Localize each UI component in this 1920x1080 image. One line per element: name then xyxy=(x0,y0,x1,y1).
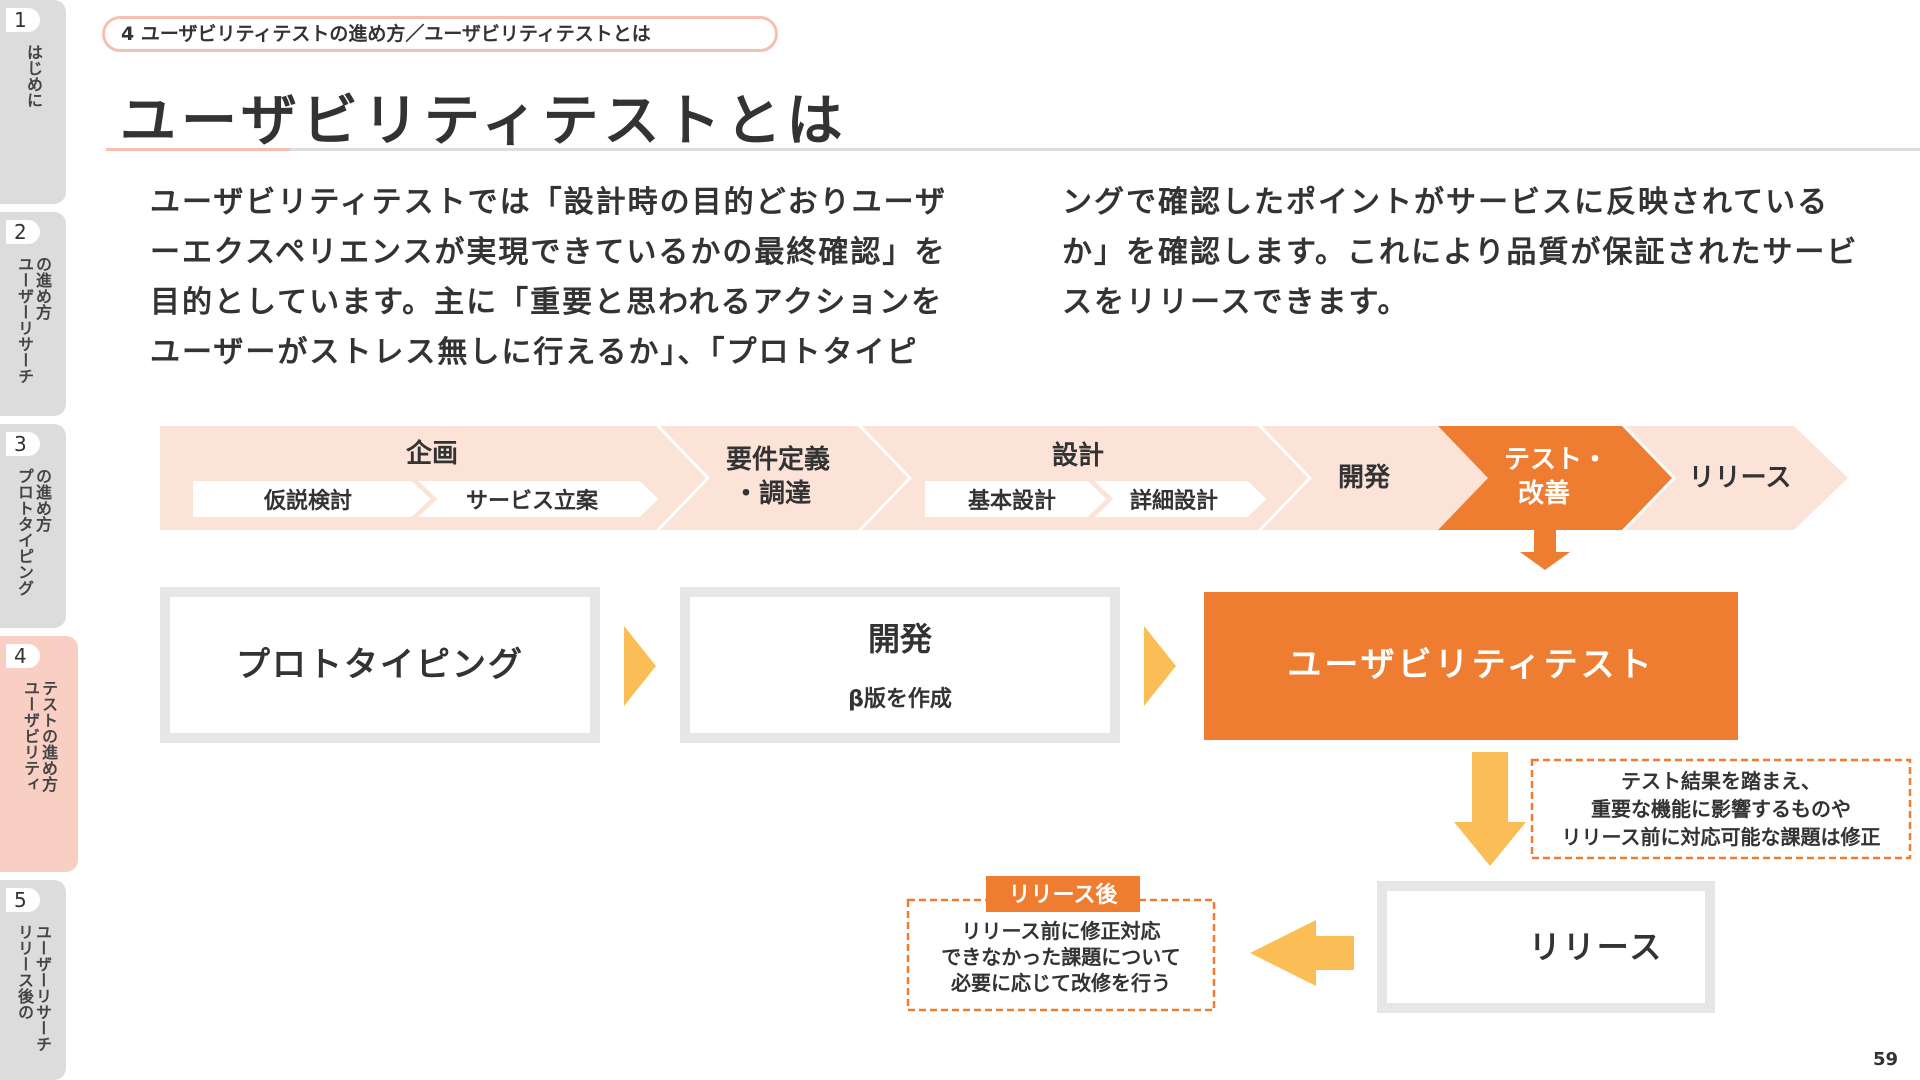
stage-label-test: テスト・ xyxy=(1504,445,1608,475)
intro-line: ユーザビリティテストでは「設計時の目的どおりユーザ xyxy=(150,185,947,220)
usability-test-label: ユーザビリティテスト xyxy=(1287,645,1654,685)
nav-tab-5[interactable]: 5 リリース後のユーザーリサーチ xyxy=(0,880,66,1080)
prototyping-label: プロトタイピング xyxy=(236,645,524,685)
nav-tab-label: はじめに xyxy=(24,44,43,108)
substage-label: 基本設計 xyxy=(968,488,1056,514)
substage-basic-design xyxy=(923,479,1110,519)
development-box xyxy=(680,587,1120,743)
intro-line: ングで確認したポイントがサービスに反映されている xyxy=(1062,185,1830,220)
development-subtitle: β版を作成 xyxy=(848,687,952,712)
page-title: ユーザビリティテストとは xyxy=(120,89,848,154)
page-number: 59 xyxy=(1872,1049,1898,1070)
substage-hypothesis xyxy=(191,479,434,519)
intro-line: ユーザーがストレス無しに行えるか」、「プロトタイピ xyxy=(150,335,919,370)
nav-tab-label: リリース後のユーザーリサーチ xyxy=(15,924,52,1052)
stage-label-test: 改善 xyxy=(1518,478,1570,509)
flow-arrow-right-1 xyxy=(624,626,656,706)
stage-label-planning: 企画 xyxy=(406,438,458,469)
intro-line: 目的としています。主に「重要と思われるアクションを xyxy=(150,285,944,320)
nav-tab-2[interactable]: 2 ユーザーリサーチの進め方 xyxy=(0,212,66,416)
after-release-line: リリース前に修正対応 xyxy=(962,919,1161,943)
flow-arrow-left xyxy=(1250,920,1354,986)
nav-tab-number: 2 xyxy=(6,220,40,244)
stage-chevron-development xyxy=(1262,426,1488,530)
nav-tab-label: ユーザーリサーチの進め方 xyxy=(15,256,52,384)
fix-note-line: テスト結果を踏まえ、 xyxy=(1621,769,1821,793)
prototyping-box xyxy=(160,587,600,743)
stage-chevron-requirements xyxy=(660,426,908,530)
substage-label: サービス立案 xyxy=(466,488,599,514)
usability-test-box xyxy=(1204,592,1738,740)
substage-label: 仮説検討 xyxy=(263,488,352,514)
flow-arrow-right-2 xyxy=(1144,626,1176,706)
breadcrumb: 4 ユーザビリティテストの進め方／ユーザビリティテストとは xyxy=(102,16,778,52)
substage-label: 詳細設計 xyxy=(1130,488,1218,514)
nav-tab-number: 1 xyxy=(6,8,40,32)
stage-label-development: 開発 xyxy=(1338,463,1391,493)
intro-left-column: ユーザビリティテストでは「設計時の目的どおりユーザ ーエクスペリエンスが実現でき… xyxy=(150,178,947,378)
after-release-tag-label: リリース後 xyxy=(1009,882,1119,908)
after-release-box xyxy=(906,898,1216,1012)
title-divider-accent xyxy=(106,148,290,151)
title-divider xyxy=(106,148,1920,151)
nav-tab-4[interactable]: 4 ユーザビリティテストの進め方 xyxy=(0,636,78,872)
release-box xyxy=(1377,881,1715,1013)
stage-label-requirements: ・調達 xyxy=(733,478,811,509)
stage-chevron-test xyxy=(1438,426,1672,530)
substage-service-plan xyxy=(413,479,662,519)
substage-detail-design xyxy=(1089,479,1270,519)
test-down-arrow xyxy=(1520,530,1570,570)
after-release-tag xyxy=(986,876,1140,912)
nav-tab-label: プロトタイピングの進め方 xyxy=(15,468,52,596)
nav-tab-label: ユーザビリティテストの進め方 xyxy=(21,680,58,792)
fix-note-box xyxy=(1530,758,1912,860)
nav-tab-3[interactable]: 3 プロトタイピングの進め方 xyxy=(0,424,66,628)
nav-tab-number: 3 xyxy=(6,432,40,456)
flow-arrow-down xyxy=(1454,752,1526,866)
nav-tab-1[interactable]: 1 はじめに xyxy=(0,0,66,204)
intro-line: か」を確認します。これにより品質が保証されたサービ xyxy=(1062,235,1859,270)
after-release-line: できなかった課題について xyxy=(941,945,1180,969)
fix-note-line: リリース前に対応可能な課題は修正 xyxy=(1562,825,1881,849)
fix-note-line: 重要な機能に影響するものや xyxy=(1591,797,1851,821)
nav-tab-number: 4 xyxy=(6,644,40,668)
stage-chevron-release xyxy=(1626,426,1848,530)
stage-label-design: 設計 xyxy=(1052,440,1104,471)
stage-label-release: リリース xyxy=(1689,463,1792,493)
nav-tab-number: 5 xyxy=(6,888,40,912)
release-label: リリース xyxy=(1529,928,1663,966)
intro-line: スをリリースできます。 xyxy=(1062,285,1410,320)
intro-right-column: ングで確認したポイントがサービスに反映されている か」を確認します。これにより品… xyxy=(1062,178,1858,328)
stage-label-requirements: 要件定義 xyxy=(726,444,830,475)
after-release-line: 必要に応じて改修を行う xyxy=(950,971,1171,995)
intro-line: ーエクスペリエンスが実現できているかの最終確認」を xyxy=(150,235,947,270)
development-title: 開発 xyxy=(868,620,933,658)
